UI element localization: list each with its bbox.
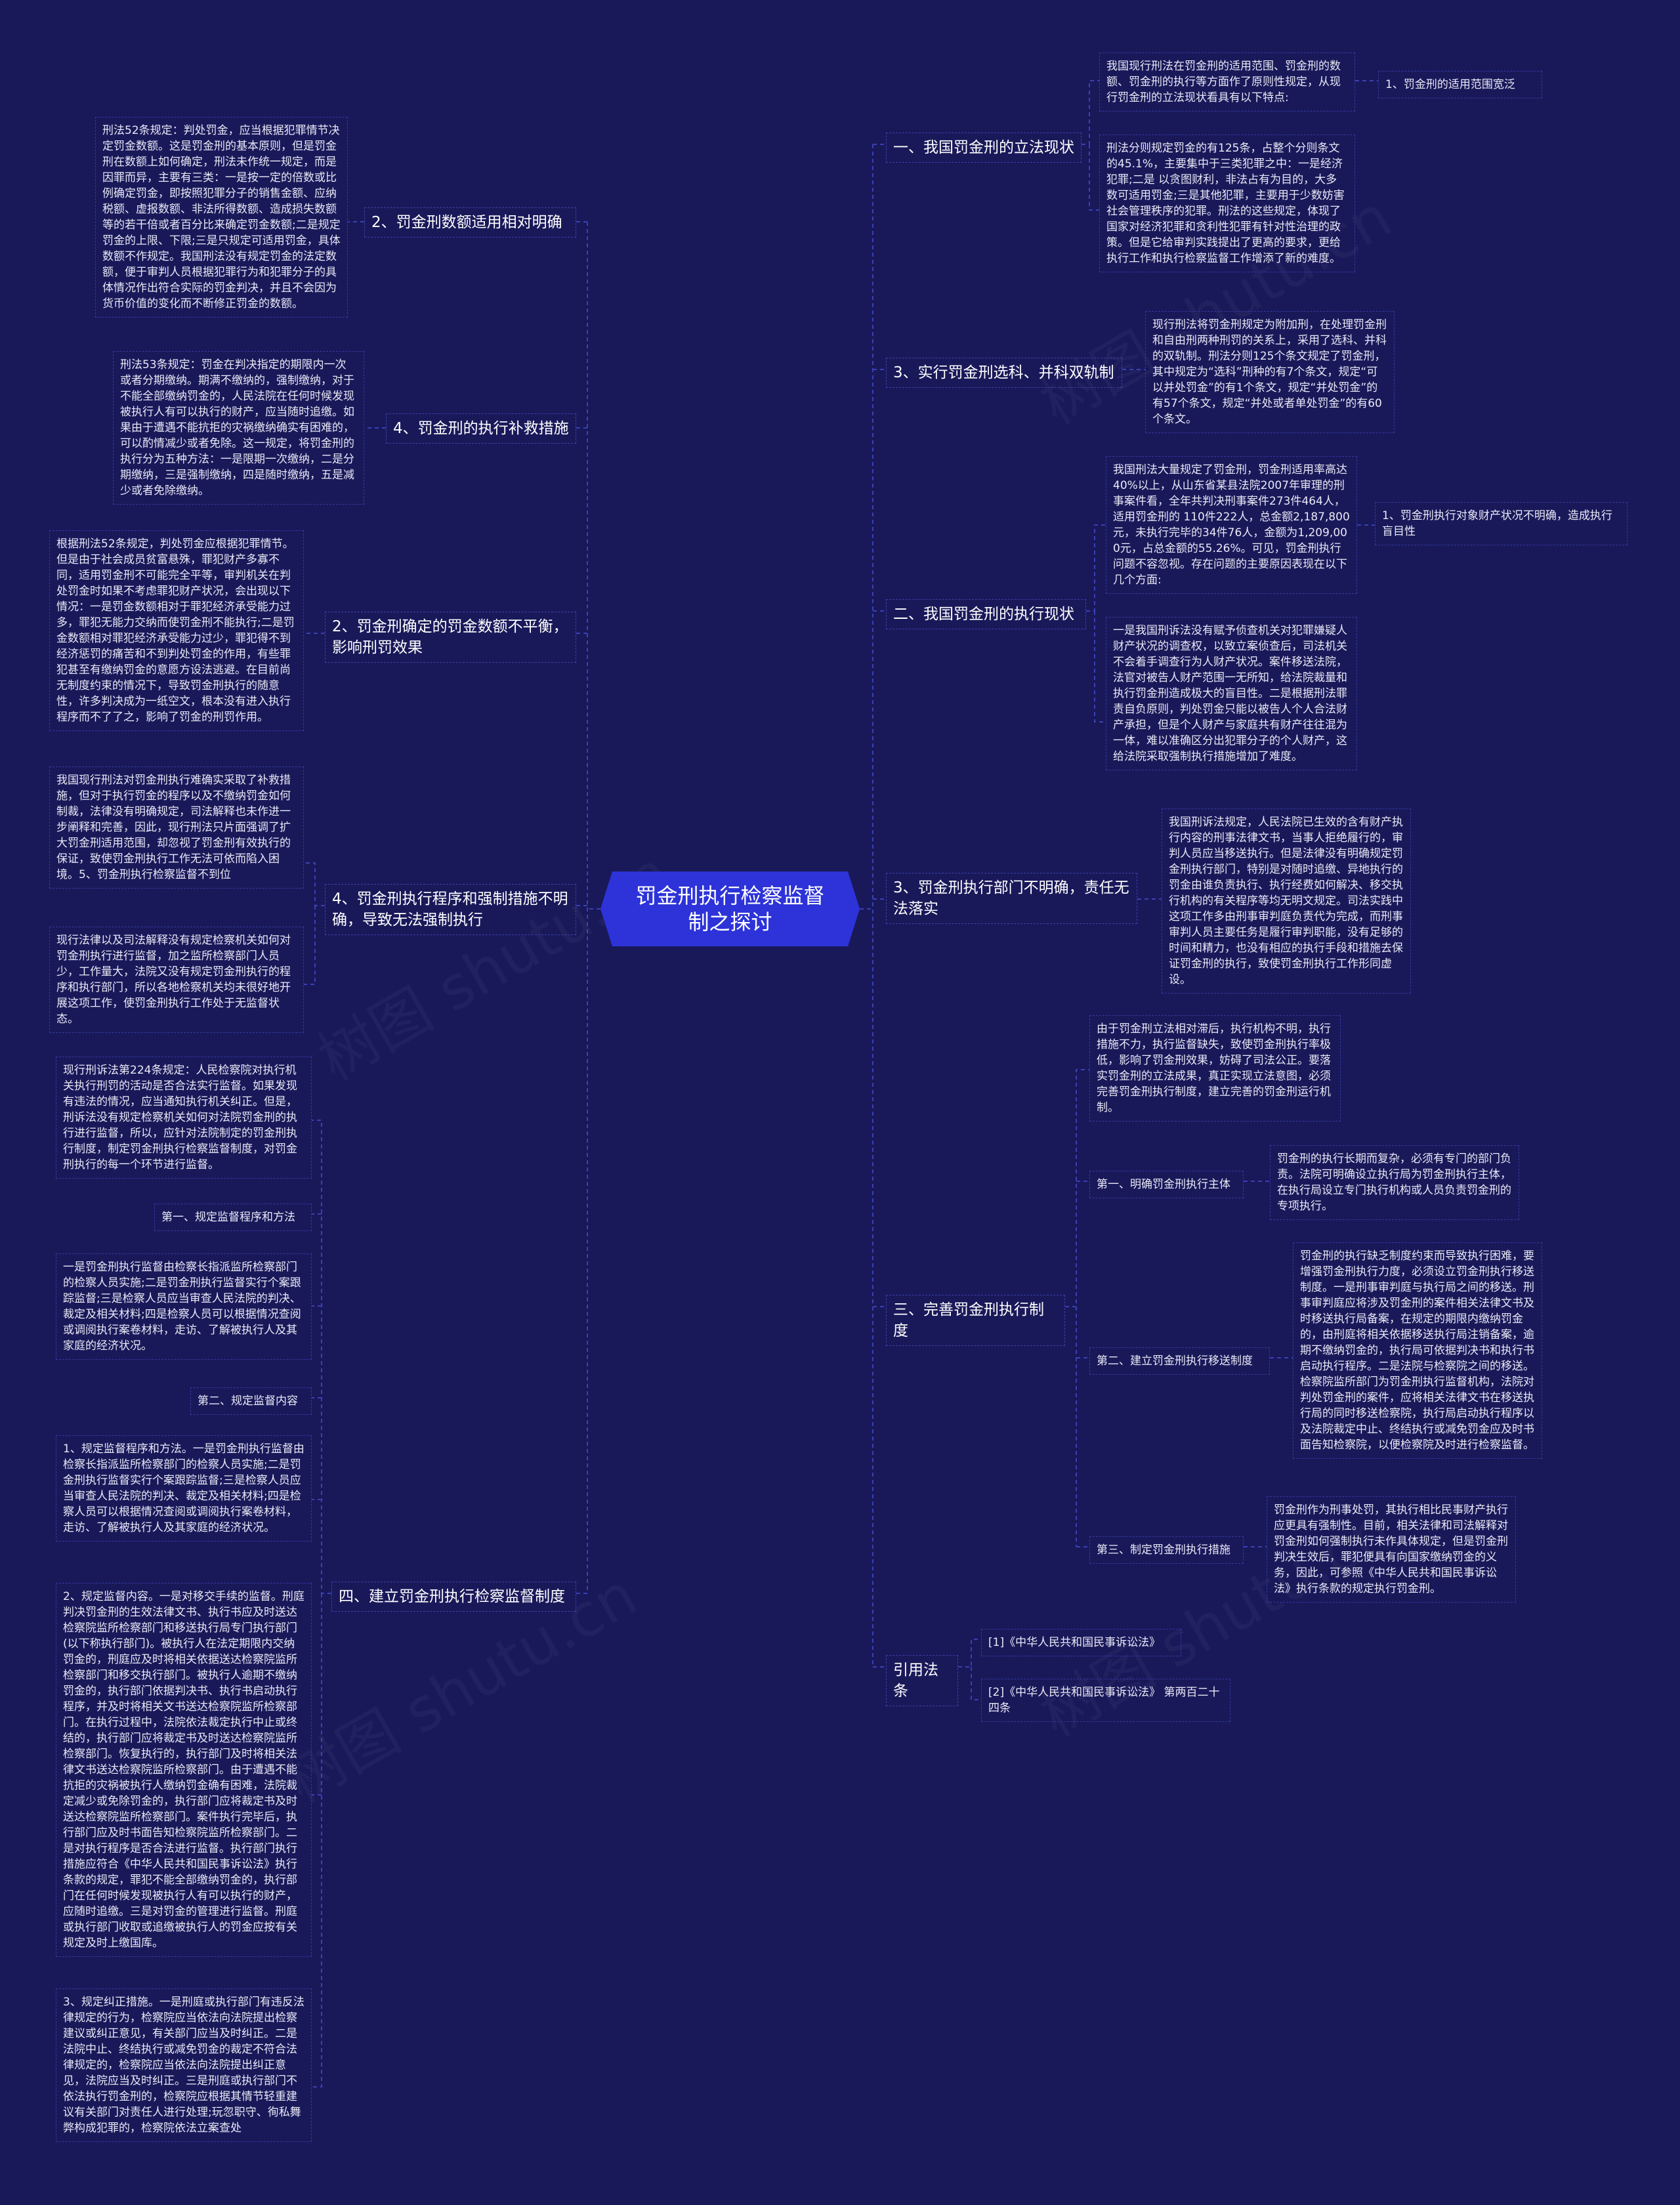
leaf-supervision-correction[interactable]: 3、规定纠正措施。一是刑庭或执行部门有违反法律规定的行为，检察院应当依法向法院提… [56, 1988, 312, 2142]
leaf-execution-remedies-detail[interactable]: 刑法53条规定：罚金在判决指定的期限内一次或者分期缴纳。期满不缴纳的，强制缴纳，… [113, 351, 364, 505]
leaf-execution-department-detail[interactable]: 我国刑诉法规定，人民法院已生效的含有财产执行内容的刑事法律文书，当事人拒绝履行的… [1162, 808, 1411, 994]
leaf-supervision-first[interactable]: 第一、规定监督程序和方法 [154, 1204, 312, 1231]
leaf-execution-measures[interactable]: 第三、制定罚金刑执行措施 [1089, 1536, 1244, 1564]
leaf-legislative-status-intro[interactable]: 我国现行刑法在罚金刑的适用范围、罚金刑的数额、罚金刑的执行等方面作了原则性规定，… [1099, 52, 1355, 112]
branch-execution-status[interactable]: 二、我国罚金刑的执行现状 [886, 599, 1086, 629]
leaf-execution-status-reasons[interactable]: 一是我国刑诉法没有赋予侦查机关对犯罪嫌疑人财产状况的调查权，以致立案侦查后，司法… [1106, 617, 1357, 770]
branch-fine-amount-unbalanced[interactable]: 2、罚金刑确定的罚金数额不平衡，影响刑罚效果 [325, 612, 576, 663]
leaf-supervision-procedure-method[interactable]: 1、规定监督程序和方法。一是罚金刑执行监督由检察长指派监所检察部门的检察人员实施… [56, 1435, 312, 1542]
branch-fine-amount-relatively-clear[interactable]: 2、罚金刑数额适用相对明确 [364, 207, 576, 238]
branch-dual-track[interactable]: 3、实行罚金刑选科、并科双轨制 [886, 358, 1122, 388]
branch-legislative-status[interactable]: 一、我国罚金刑的立法现状 [886, 133, 1082, 163]
branch-execution-department-unclear[interactable]: 3、罚金刑执行部门不明确，责任无法落实 [886, 873, 1137, 924]
leaf-supervision-law-224[interactable]: 现行刑诉法第224条规定：人民检察院对执行机关执行刑罚的活动是否合法实行监督。如… [56, 1057, 312, 1179]
leaf-fine-amount-unbalanced-detail[interactable]: 根据刑法52条规定，判处罚金应根据犯罪情节。但是由于社会成员贫富悬殊，罪犯财产多… [49, 530, 304, 731]
leaf-execution-status-stats[interactable]: 我国刑法大量规定了罚金刑，罚金刑适用率高达40%以上，从山东省某县法院2007年… [1106, 456, 1357, 594]
leaf-procedure-unclear-detail-2[interactable]: 现行法律以及司法解释没有规定检察机关如何对罚金刑执行进行监督，加之监所检察部门人… [49, 927, 304, 1033]
branch-cited-laws[interactable]: 引用法条 [886, 1655, 958, 1706]
branch-procedure-unclear[interactable]: 4、罚金刑执行程序和强制措施不明确，导致无法强制执行 [325, 884, 576, 935]
leaf-clarify-subject[interactable]: 第一、明确罚金刑执行主体 [1089, 1171, 1244, 1198]
leaf-scope-broad[interactable]: 1、罚金刑的适用范围宽泛 [1378, 71, 1542, 98]
branch-execution-remedies[interactable]: 4、罚金刑的执行补救措施 [386, 413, 576, 444]
leaf-legislative-status-articles[interactable]: 刑法分则规定罚金的有125条，占整个分则条文的45.1%，主要集中于三类犯罪之中… [1099, 135, 1355, 272]
leaf-dual-track-detail[interactable]: 现行刑法将罚金刑规定为附加刑，在处理罚金刑和自由刑两种刑罚的关系上，采用了选科、… [1145, 311, 1395, 433]
leaf-fine-amount-detail[interactable]: 刑法52条规定：判处罚金，应当根据犯罪情节决定罚金数额。这是罚金刑的基本原则，但… [95, 117, 348, 318]
leaf-transfer-system[interactable]: 第二、建立罚金刑执行移送制度 [1089, 1347, 1270, 1375]
leaf-execution-measures-detail[interactable]: 罚金刑作为刑事处罚，其执行相比民事财产执行应更具有强制性。目前，相关法律和司法解… [1267, 1496, 1516, 1603]
leaf-property-unclear[interactable]: 1、罚金刑执行对象财产状况不明确，造成执行盲目性 [1375, 502, 1628, 545]
leaf-transfer-system-detail[interactable]: 罚金刑的执行缺乏制度约束而导致执行困难，要增强罚金刑执行力度，必须设立罚金刑执行… [1293, 1242, 1542, 1459]
leaf-cited-law-2[interactable]: [2]《中华人民共和国民事诉讼法》 第两百二十四条 [981, 1679, 1230, 1722]
leaf-clarify-subject-detail[interactable]: 罚金刑的执行长期而复杂，必须有专门的部门负责。法院可明确设立执行局为罚金刑执行主… [1270, 1145, 1519, 1220]
leaf-cited-law-1[interactable]: [1]《中华人民共和国民事诉讼法》 [981, 1629, 1181, 1656]
root-topic[interactable]: 罚金刑执行检察监督制之探讨 [600, 872, 860, 946]
leaf-supervision-second[interactable]: 第二、规定监督内容 [190, 1387, 312, 1415]
leaf-supervision-content[interactable]: 2、规定监督内容。一是对移交手续的监督。刑庭判决罚金刑的生效法律文书、执行书应及… [56, 1583, 312, 1957]
leaf-procedure-unclear-detail-1[interactable]: 我国现行刑法对罚金刑执行难确实采取了补救措施，但对于执行罚金的程序以及不缴纳罚金… [49, 766, 304, 889]
leaf-improve-execution-intro[interactable]: 由于罚金刑立法相对滞后，执行机构不明，执行措施不力，执行监督缺失，致使罚金刑执行… [1089, 1015, 1341, 1122]
branch-improve-execution[interactable]: 三、完善罚金刑执行制度 [886, 1295, 1065, 1346]
leaf-supervision-first-detail[interactable]: 一是罚金刑执行监督由检察长指派监所检察部门的检察人员实施;二是罚金刑执行监督实行… [56, 1253, 312, 1360]
branch-establish-supervision[interactable]: 四、建立罚金刑执行检察监督制度 [331, 1582, 576, 1612]
